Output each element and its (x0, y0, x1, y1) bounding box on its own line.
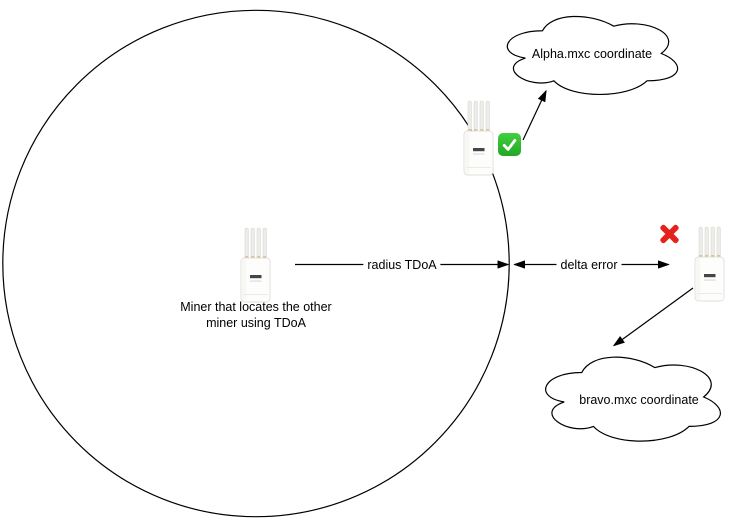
alpha-cloud-label: Alpha.mxc coordinate (531, 46, 653, 61)
bravo-cloud-arrow (613, 287, 694, 347)
cross-mark-icon (660, 224, 679, 244)
check-mark-icon (498, 133, 521, 156)
correct-position-miner-icon (463, 100, 494, 176)
tdoa-radius-circle (2, 9, 510, 518)
alpha-cloud (507, 16, 677, 94)
bravo-cloud-label: bravo.mxc coordinate (579, 392, 699, 407)
bravo-cloud (546, 357, 721, 441)
locator-miner-label: Miner that locates the other miner using… (180, 300, 332, 331)
delta-error-label: delta error (556, 256, 622, 274)
reported-position-miner-icon (694, 226, 725, 302)
alpha-cloud-arrow (522, 90, 547, 141)
radius-tdoa-label: radius TDoA (363, 256, 441, 274)
locator-miner-icon (240, 227, 271, 303)
